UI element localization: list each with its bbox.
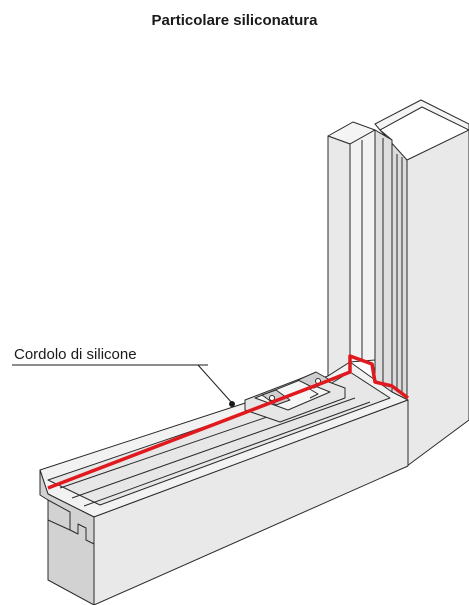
sash-vertical-1-face bbox=[327, 135, 351, 377]
jamb-top-face bbox=[374, 99, 469, 131]
sill-end-face bbox=[39, 469, 95, 605]
silicone-bead bbox=[47, 354, 410, 490]
callout-dot bbox=[229, 401, 235, 407]
diagram-title: Particolare siliconatura bbox=[151, 12, 318, 29]
callout-leader bbox=[197, 364, 233, 404]
jamb-front-face bbox=[406, 129, 469, 467]
callout-label: Cordolo di silicone bbox=[14, 346, 137, 363]
